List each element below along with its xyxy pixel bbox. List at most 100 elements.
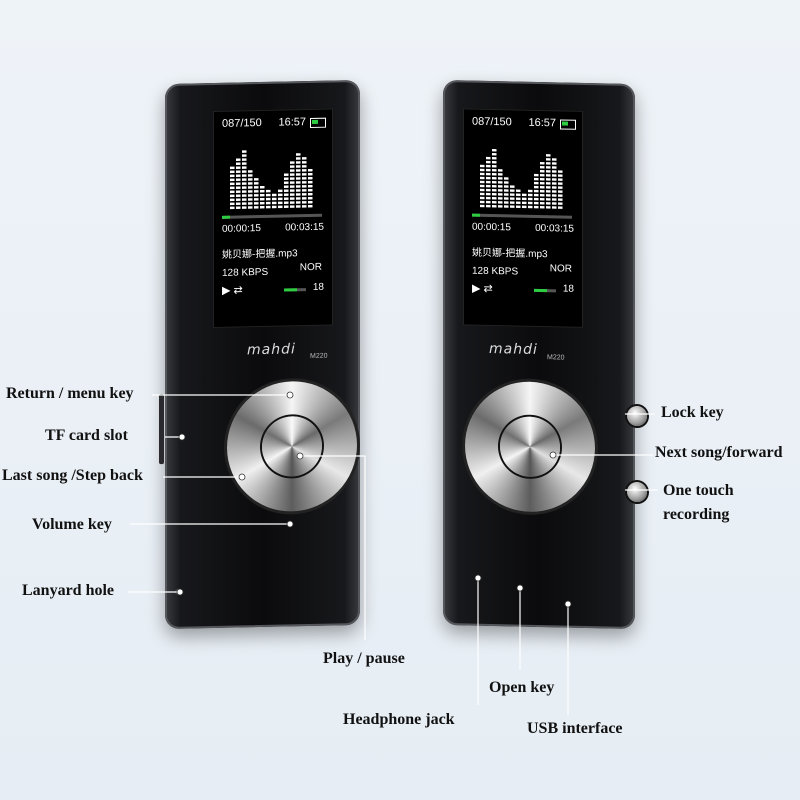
play-icon: ▶ ⇄: [472, 282, 493, 296]
label-last-song: Last song /Step back: [2, 467, 143, 484]
equalizer-segment: [558, 194, 563, 197]
mp3-player-front-right: 087/150 16:57 00:00:15 00:03:15 姚贝娜-把握.m…: [443, 79, 647, 630]
equalizer-segment: [480, 168, 485, 172]
label-return-menu-key: Return / menu key: [6, 385, 134, 402]
label-play-pause: Play / pause: [323, 650, 405, 667]
battery-icon: [310, 117, 326, 129]
equalizer-segment: [230, 194, 235, 198]
equalizer-segment: [552, 194, 557, 197]
lock-key-button[interactable]: [627, 405, 647, 427]
track-counter: 087/150: [472, 115, 512, 129]
equalizer-segment: [558, 170, 563, 173]
equalizer-segment: [504, 181, 509, 184]
play-pause-button[interactable]: [500, 416, 560, 478]
equalizer-segment: [552, 158, 557, 161]
equalizer-segment: [260, 185, 265, 189]
lanyard-hole: [175, 588, 181, 595]
equalizer-segment: [522, 197, 527, 201]
equalizer-segment: [492, 149, 497, 152]
equalizer-segment: [278, 189, 283, 193]
label-volume-key: Volume key: [32, 516, 112, 533]
equalizer-segment: [492, 165, 497, 168]
equalizer-segment: [272, 197, 277, 201]
elapsed-time: 00:00:15: [222, 223, 261, 235]
equalizer-segment: [492, 189, 497, 192]
label-tf-card-slot: TF card slot: [45, 427, 128, 444]
equalizer-segment: [296, 181, 301, 184]
equalizer-segment: [230, 202, 235, 206]
equalizer-segment: [302, 189, 307, 192]
equalizer-segment: [480, 196, 485, 200]
equalizer-segment: [308, 184, 313, 188]
equalizer-segment: [558, 178, 563, 181]
equalizer-segment: [266, 197, 271, 201]
equalizer-segment: [260, 189, 265, 193]
brand-logo: mahdi: [247, 341, 296, 359]
equalizer-segment: [552, 190, 557, 193]
song-title: 姚贝娜-把握.mp3: [472, 247, 548, 261]
equalizer-segment: [540, 186, 545, 189]
equalizer-segment: [290, 185, 295, 188]
progress-bar: [222, 213, 322, 219]
equalizer-segment: [248, 174, 253, 177]
label-lock-key: Lock key: [661, 404, 724, 421]
equalizer-segment: [540, 170, 545, 173]
equalizer-segment: [492, 169, 497, 172]
track-counter: 087/150: [222, 117, 262, 130]
equalizer-segment: [254, 186, 259, 189]
equalizer-segment: [296, 161, 301, 164]
label-open-key: Open key: [489, 679, 555, 696]
equalizer-segment: [558, 186, 563, 189]
equalizer-segment: [242, 186, 247, 189]
equalizer-segment: [290, 173, 295, 176]
volume-level: 18: [562, 283, 574, 295]
equalizer-segment: [534, 189, 539, 193]
equalizer-segment: [284, 185, 289, 188]
equalizer-segment: [492, 161, 497, 164]
equalizer-segment: [558, 206, 563, 209]
equalizer-segment: [260, 205, 265, 209]
equalizer-segment: [558, 182, 563, 185]
clock: 16:57: [278, 116, 306, 129]
equalizer-segment: [480, 172, 485, 176]
brand-logo: mahdi: [489, 340, 538, 358]
equalizer-segment: [546, 154, 551, 157]
equalizer-segment: [230, 182, 235, 186]
equalizer-segment: [540, 194, 545, 197]
control-wheel[interactable]: [465, 380, 595, 514]
total-time: 00:03:15: [285, 221, 324, 234]
equalizer-segment: [290, 193, 295, 196]
equalizer-segment: [290, 169, 295, 172]
equalizer-segment: [528, 193, 533, 197]
equalizer-segment: [266, 205, 271, 209]
label-headphone-jack: Headphone jack: [343, 711, 455, 728]
play-pause-button[interactable]: [262, 415, 322, 478]
model-number: M220: [547, 354, 565, 362]
equalizer-segment: [492, 173, 497, 176]
equalizer-segment: [504, 177, 509, 180]
equalizer-segment: [546, 182, 551, 185]
equalizer-segment: [528, 201, 533, 205]
equalizer-segment: [498, 181, 503, 184]
equalizer-segment: [480, 188, 485, 192]
equalizer-segment: [302, 185, 307, 188]
equalizer-segment: [236, 162, 241, 165]
equalizer-segment: [236, 166, 241, 169]
equalizer-segment: [236, 178, 241, 181]
equalizer-segment: [290, 165, 295, 168]
equalizer-segment: [510, 201, 515, 204]
control-wheel[interactable]: [227, 380, 357, 513]
equalizer-segment: [486, 200, 491, 204]
equalizer-segment: [522, 205, 527, 209]
equalizer-segment: [302, 161, 307, 164]
equalizer-segment: [486, 196, 491, 200]
equalizer-segment: [278, 205, 283, 209]
equalizer-segment: [296, 201, 301, 204]
equalizer-segment: [302, 205, 307, 208]
equalizer-segment: [302, 165, 307, 168]
player-screen: 087/150 16:57 00:00:15 00:03:15 姚贝娜-把握.m…: [213, 108, 333, 329]
equalizer-segment: [552, 198, 557, 201]
equalizer-segment: [492, 181, 497, 184]
total-time: 00:03:15: [535, 222, 574, 235]
record-button[interactable]: [627, 481, 647, 503]
